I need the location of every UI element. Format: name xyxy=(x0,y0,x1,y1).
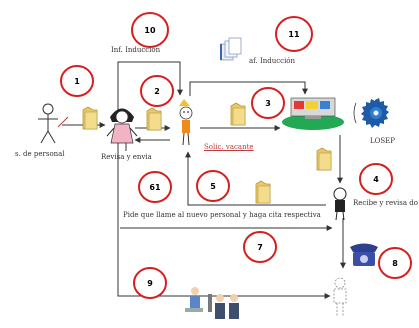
label-pide: Pide que llame al nuevo personal y haga … xyxy=(123,211,321,219)
label-inf-induccion-1: Inf. Inducción xyxy=(111,46,161,54)
step-circle-10: 10 xyxy=(131,12,169,48)
folder-icon xyxy=(146,107,162,131)
label-recibe: Recibe y revisa do xyxy=(353,199,418,207)
label-solic-vacante: Solic. vacante xyxy=(204,143,254,151)
folder-icon xyxy=(230,102,246,126)
step-circle-7: 7 xyxy=(243,231,277,263)
step-circle-8: 8 xyxy=(378,247,412,279)
assistant-icon xyxy=(179,99,193,146)
step-circle-5: 5 xyxy=(196,170,230,202)
step-number: 2 xyxy=(154,87,160,96)
step-number: 61 xyxy=(149,183,161,192)
folder-icon xyxy=(82,106,98,130)
computer-icon xyxy=(282,97,344,130)
step-circle-11: 11 xyxy=(275,16,313,52)
step-number: 7 xyxy=(257,243,263,252)
meeting-people-icon xyxy=(185,287,239,319)
step-number: 4 xyxy=(373,175,379,184)
label-personal: s. de personal xyxy=(15,150,65,158)
step-number: 1 xyxy=(74,77,80,86)
folder-icon xyxy=(255,180,271,204)
step-number: 10 xyxy=(144,26,156,35)
staff-person-icon xyxy=(38,103,69,144)
step-circle-1: 1 xyxy=(60,65,94,97)
folder-icon xyxy=(316,147,332,171)
step-circle-3: 3 xyxy=(251,87,285,119)
step-circle-4: 4 xyxy=(359,163,393,195)
flow-arrows xyxy=(62,61,346,299)
step-number: 3 xyxy=(265,99,271,108)
step-number: 11 xyxy=(288,30,300,39)
folder-icons xyxy=(82,102,332,204)
reviewer-woman-icon xyxy=(106,108,138,151)
step-number: 5 xyxy=(210,182,216,191)
step-circle-9: 9 xyxy=(133,267,167,299)
label-revisa: Revisa y envia xyxy=(101,153,152,161)
documents-icon xyxy=(220,37,242,61)
new-staff-icon xyxy=(333,277,347,316)
step-number: 9 xyxy=(147,279,153,288)
losep-gear-icon xyxy=(353,98,389,128)
step-circles: 1 2 3 4 5 61 7 8 xyxy=(60,12,412,299)
step-circle-2: 2 xyxy=(140,75,174,107)
phone-icon xyxy=(350,243,378,266)
manager-icon xyxy=(333,187,347,221)
label-losep: LOSEP xyxy=(370,137,396,145)
label-inf-induccion-2: af. Inducción xyxy=(249,57,296,65)
step-circle-61: 61 xyxy=(138,171,172,203)
step-number: 8 xyxy=(392,259,398,268)
